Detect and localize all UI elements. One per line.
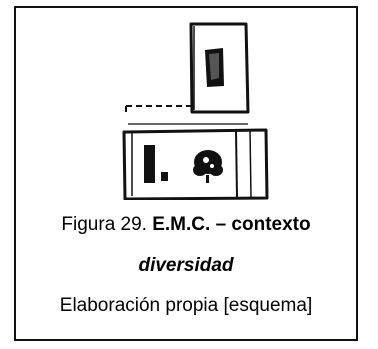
tree-sketch	[193, 150, 223, 183]
figure-caption-title: Figura 29. E.M.C. – contexto	[16, 213, 356, 237]
floor-plan-sketch	[122, 22, 269, 200]
figure-frame: Figura 29. E.M.C. – contexto diversidad …	[14, 6, 358, 341]
figure-title-bold: E.M.C. – contexto	[152, 214, 311, 235]
figure-source: Elaboración propia [esquema]	[59, 295, 313, 316]
figure-title-italic: diversidad	[138, 255, 234, 276]
figure-number: Figura 29.	[61, 214, 147, 235]
figure-caption-subtitle: diversidad	[16, 254, 356, 278]
